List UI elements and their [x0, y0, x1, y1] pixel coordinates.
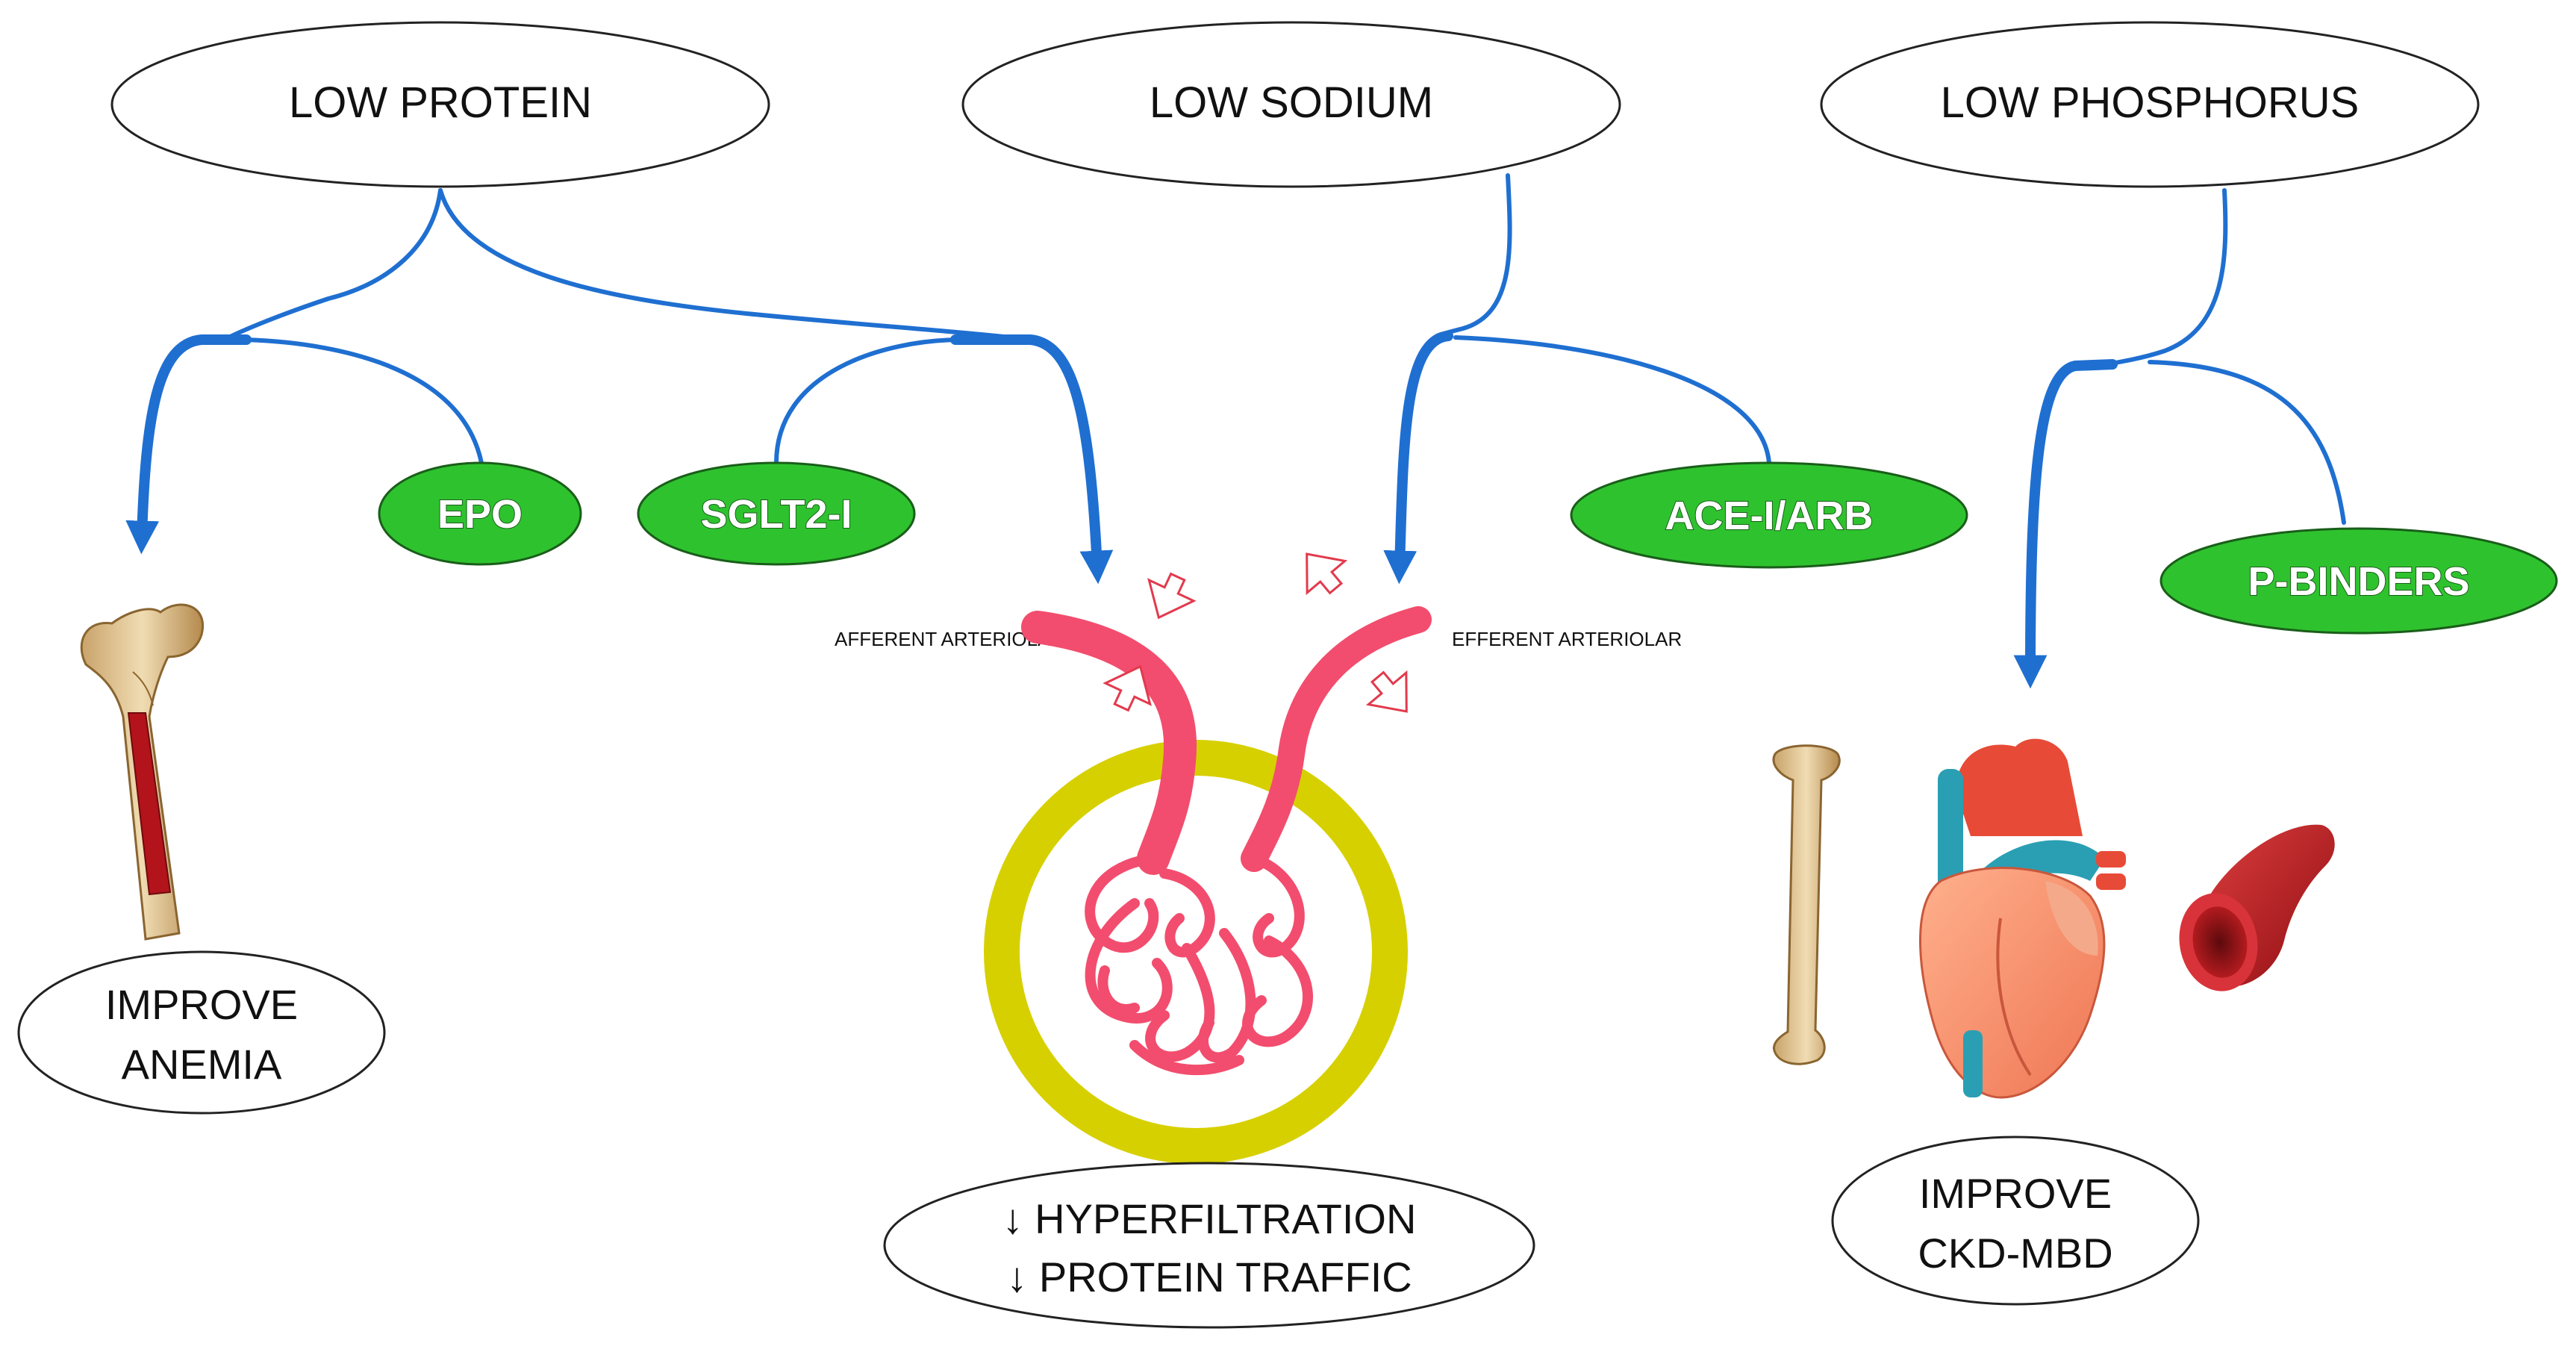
drug-node-epo-label: EPO [437, 492, 523, 537]
arrow-to-efferent [1383, 331, 1453, 585]
phosphorus-trunk [2095, 188, 2228, 368]
efferent-arteriolar-label: EFFERENT ARTERIOLAR [1452, 628, 1682, 650]
diet-node-sodium-label: LOW SODIUM [1150, 78, 1433, 127]
arrow-to-afferent [950, 334, 1114, 585]
outcome-node-ckd: IMPROVE CKD-MBD [1831, 1136, 2200, 1306]
diet-node-sodium: LOW SODIUM [961, 21, 1621, 188]
arrow-to-ckd [2013, 359, 2118, 689]
epo-branch [244, 337, 484, 465]
drug-node-sglt2-label: SGLT2-I [700, 492, 852, 537]
diet-node-protein: LOW PROTEIN [110, 21, 770, 188]
diet-node-phosphorus-label: LOW PHOSPHORUS [1941, 78, 2360, 127]
pbinders-branch [2148, 360, 2346, 525]
diet-node-protein-label: LOW PROTEIN [289, 78, 592, 127]
drug-node-pbinders-label: P-BINDERS [2248, 559, 2469, 604]
outcome-anemia-line1: IMPROVE [105, 981, 298, 1028]
outcome-kidney-line2: ↓ PROTEIN TRAFFIC [1006, 1253, 1412, 1301]
arrow-to-bone [125, 334, 252, 555]
drug-node-sglt2: SGLT2-I [637, 461, 916, 566]
acei-branch [1453, 335, 1771, 465]
heart-icon [1919, 738, 2126, 1099]
femur-bone-icon [80, 603, 205, 941]
outcome-node-anemia: IMPROVE ANEMIA [17, 950, 386, 1115]
protein-trunk-left [222, 188, 443, 342]
thick-arrows [125, 331, 2118, 689]
connector-lines [222, 173, 2346, 525]
outcome-ckd-line1: IMPROVE [1919, 1170, 2112, 1217]
outcome-ckd-line2: CKD-MBD [1918, 1230, 2112, 1277]
sglt2-branch [774, 337, 965, 465]
kidney-glomerulus-icon [984, 552, 1432, 1164]
sodium-trunk [1435, 173, 1512, 338]
protein-trunk-right [438, 188, 1032, 342]
drug-node-pbinders: P-BINDERS [2159, 527, 2558, 635]
drug-node-epo: EPO [378, 461, 582, 566]
diet-node-phosphorus: LOW PHOSPHORUS [1820, 21, 2480, 188]
drug-node-acei: ACE-I/ARB [1570, 461, 1968, 569]
outcome-anemia-line2: ANEMIA [122, 1041, 282, 1088]
outcome-node-kidney: ↓ HYPERFILTRATION ↓ PROTEIN TRAFFIC [883, 1162, 1535, 1329]
drug-node-acei-label: ACE-I/ARB [1665, 493, 1874, 538]
outcome-kidney-line1: ↓ HYPERFILTRATION [1002, 1195, 1417, 1242]
tibia-bone-icon [1772, 744, 1841, 1065]
blood-vessel-icon [2179, 824, 2335, 991]
